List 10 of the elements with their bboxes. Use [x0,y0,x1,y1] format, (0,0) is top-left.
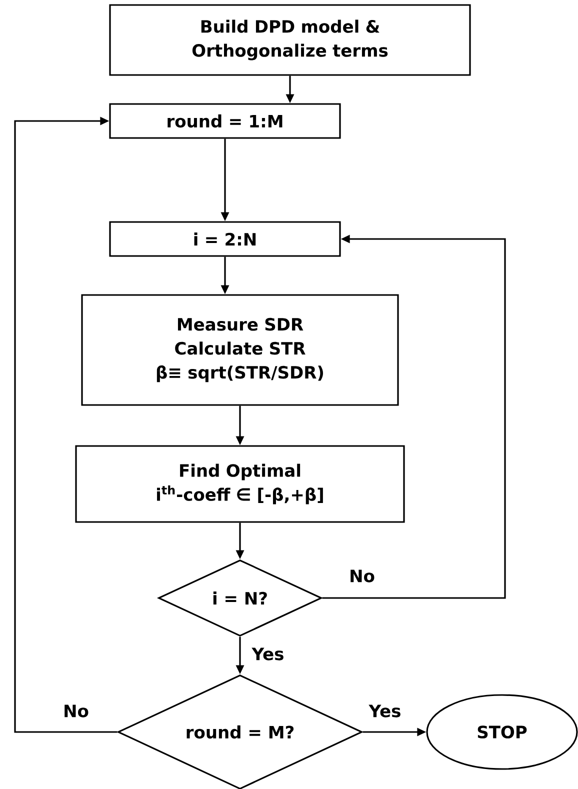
process-box: round = 1:M [109,103,341,139]
edge-label: No [62,704,90,718]
process-box: i = 2:N [109,221,341,257]
arrow [14,116,118,733]
edge-label: Yes [250,646,286,662]
process-box: Find Optimal i$^{th}$-coeff ∈ [-β,+β] [75,445,405,523]
process-box: Build DPD model & Orthogonalize terms [109,4,471,76]
edge-label: No [348,568,376,584]
edge-label: Yes [368,704,402,718]
process-box: Measure SDR Calculate STR β≡ sqrt(STR/SDR) [81,294,399,406]
